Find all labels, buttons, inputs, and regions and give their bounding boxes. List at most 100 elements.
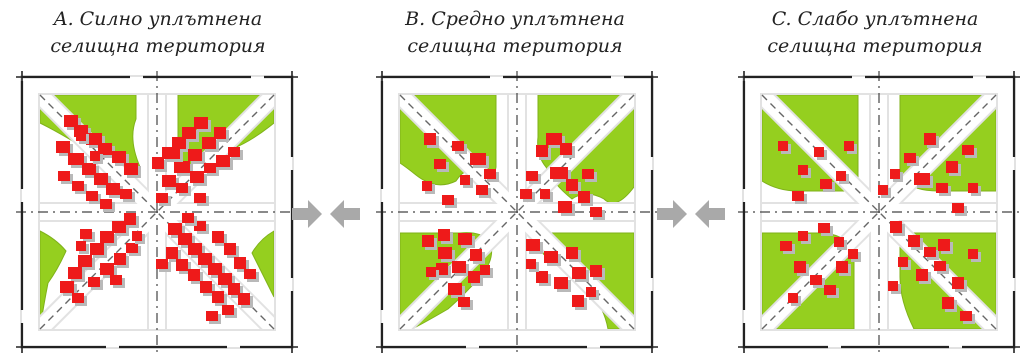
- building: [448, 283, 462, 295]
- building: [438, 229, 450, 241]
- building: [434, 159, 446, 169]
- building: [794, 261, 806, 273]
- building: [792, 191, 804, 201]
- caption-panel-c: C. Слабо уплътнена селищна територия: [725, 6, 1021, 60]
- building: [814, 147, 824, 157]
- building: [458, 233, 472, 245]
- building: [152, 157, 164, 169]
- building: [962, 145, 974, 155]
- building: [544, 251, 558, 263]
- building: [68, 267, 82, 279]
- building: [788, 293, 798, 303]
- caption-b-line2: селищна територия: [407, 35, 623, 57]
- building: [114, 253, 126, 265]
- building: [952, 277, 964, 289]
- arrow-left-icon: [330, 200, 360, 228]
- building: [194, 117, 208, 129]
- building: [76, 131, 86, 141]
- building: [968, 249, 978, 259]
- building: [936, 183, 948, 193]
- building: [924, 133, 936, 145]
- building: [172, 137, 186, 149]
- building: [64, 115, 78, 127]
- building: [878, 185, 888, 195]
- building: [78, 255, 92, 267]
- building: [468, 271, 480, 283]
- building: [566, 179, 578, 191]
- building: [546, 133, 562, 145]
- panel-border: [738, 71, 1020, 353]
- building: [76, 241, 86, 251]
- building: [100, 231, 114, 243]
- building: [550, 167, 568, 179]
- panel-a-high-density-plan: [16, 71, 298, 353]
- building: [106, 183, 120, 195]
- building: [536, 145, 548, 157]
- building: [460, 175, 470, 185]
- building: [200, 281, 212, 293]
- building: [470, 153, 486, 165]
- building: [194, 221, 206, 231]
- building: [526, 171, 538, 181]
- building: [212, 231, 224, 243]
- building: [904, 153, 916, 163]
- building: [914, 173, 930, 185]
- arrow-right-icon: [657, 200, 687, 228]
- building: [72, 293, 84, 303]
- building: [86, 133, 102, 145]
- building: [238, 293, 250, 305]
- building: [424, 133, 436, 145]
- caption-panel-a: A. Силно уплътнена селищна територия: [8, 6, 308, 60]
- building: [206, 311, 218, 321]
- transition-arrows-b-c: [657, 200, 725, 228]
- building: [86, 191, 98, 201]
- building: [946, 161, 958, 173]
- building: [484, 169, 496, 179]
- building: [126, 243, 138, 253]
- building: [834, 237, 844, 247]
- building: [124, 163, 138, 175]
- building: [176, 259, 188, 271]
- building: [572, 295, 584, 307]
- building: [572, 267, 586, 279]
- road-network: [376, 71, 658, 353]
- building: [582, 169, 594, 179]
- caption-c-line1: C. Слабо уплътнена: [771, 8, 979, 30]
- panel-c-low-density-plan: [738, 71, 1020, 353]
- arrow-left-icon: [695, 200, 725, 228]
- building: [422, 235, 434, 247]
- building: [156, 259, 168, 269]
- building: [820, 179, 832, 189]
- building: [120, 189, 132, 199]
- building: [100, 263, 114, 275]
- building: [110, 275, 122, 285]
- building: [422, 181, 432, 191]
- green-space-block: [39, 230, 67, 330]
- building: [168, 223, 182, 235]
- building: [190, 171, 204, 183]
- building: [182, 127, 196, 139]
- building: [156, 193, 168, 203]
- building: [960, 311, 972, 321]
- caption-b-line1: B. Средно уплътнена: [405, 8, 625, 30]
- building: [898, 257, 908, 267]
- building: [536, 271, 548, 283]
- building: [162, 175, 176, 187]
- building: [228, 283, 240, 295]
- building: [170, 149, 180, 159]
- building: [58, 171, 70, 181]
- building: [244, 269, 256, 279]
- building: [98, 143, 112, 155]
- building: [188, 269, 200, 281]
- building: [968, 183, 978, 193]
- building: [924, 247, 936, 257]
- building: [540, 189, 550, 199]
- building: [234, 257, 246, 269]
- buildings: [56, 115, 259, 324]
- building: [82, 163, 96, 175]
- caption-panel-b: B. Средно уплътнена селищна територия: [365, 6, 665, 60]
- panel-border: [376, 71, 658, 353]
- building: [890, 169, 900, 179]
- building: [208, 263, 222, 275]
- building: [836, 261, 848, 273]
